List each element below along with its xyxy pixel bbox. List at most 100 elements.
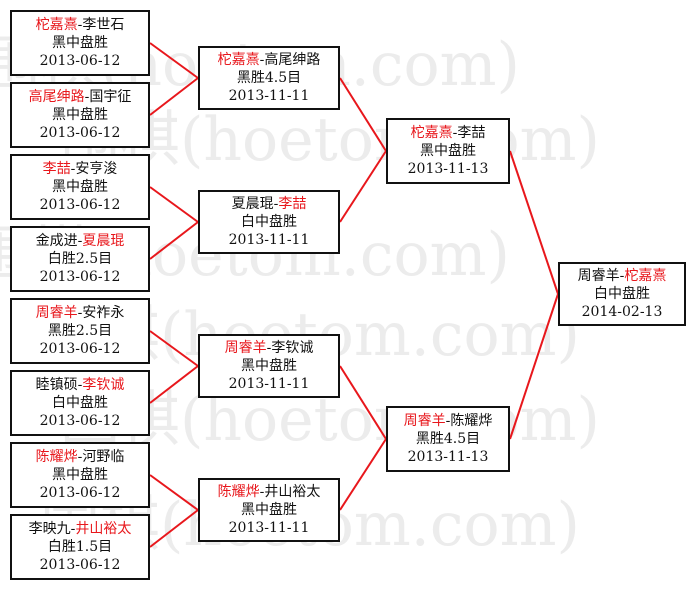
player-1: 李映九 [28,521,71,537]
player-2: 安祚永 [82,305,125,321]
separator: - [77,449,83,465]
match-players: 柁嘉熹-李喆 [411,124,486,142]
bracket-connector [149,474,199,511]
match-result: 黑中盘胜 [241,358,297,374]
match-box: 周睿羊-陈耀烨 黑胜4.5目 2013-11-13 [386,406,510,472]
match-box: 高尾绅路-国宇征 黑中盘胜 2013-06-12 [10,82,150,148]
separator: - [273,196,279,212]
player-2: 李喆 [457,125,486,141]
bracket-connector [149,509,199,548]
match-players: 周睿羊-安祚永 [36,304,125,322]
match-result: 白胜1.5目 [47,539,113,555]
player-1: 金成进 [35,233,78,249]
bracket-connector [339,150,387,223]
match-players: 李映九-井山裕太 [29,520,132,538]
player-2: 李世石 [82,17,125,33]
separator: - [259,52,265,68]
player-1: 睦镇硕 [35,377,78,393]
match-players: 周睿羊-陈耀烨 [404,412,493,430]
match-date: 2013-11-13 [407,449,489,465]
match-date: 2013-06-12 [39,341,121,357]
player-2: 井山裕太 [75,521,132,537]
bracket-connector [149,365,199,404]
bracket-connector [149,221,199,260]
bracket-connector [339,438,387,511]
player-2: 国宇征 [89,89,132,105]
bracket-connector [339,77,387,152]
match-result: 黑胜4.5目 [415,431,481,447]
player-1: 柁嘉熹 [35,17,78,33]
match-result: 黑胜4.5目 [236,70,302,86]
separator: - [77,305,83,321]
match-players: 陈耀烨-井山裕太 [218,483,321,501]
separator: - [77,377,83,393]
match-result: 白中盘胜 [594,286,650,302]
player-1: 周睿羊 [577,268,620,284]
player-2: 夏晨琨 [82,233,125,249]
match-box: 柁嘉熹-李喆 黑中盘胜 2013-11-13 [386,118,510,184]
player-2: 李钦诚 [82,377,125,393]
separator: - [266,340,272,356]
match-players: 陈耀烨-河野临 [36,448,125,466]
match-box: 金成进-夏晨琨 白胜2.5目 2013-06-12 [10,226,150,292]
player-2: 高尾绅路 [264,52,321,68]
player-2: 柁嘉熹 [624,268,667,284]
player-1: 陈耀烨 [217,484,260,500]
separator: - [445,413,451,429]
match-players: 高尾绅路-国宇征 [29,88,132,106]
match-date: 2013-06-12 [39,485,121,501]
match-result: 黑中盘胜 [52,107,108,123]
player-1: 夏晨琨 [231,196,274,212]
match-box: 陈耀烨-井山裕太 黑中盘胜 2013-11-11 [198,478,340,542]
bracket-connector [149,77,199,116]
match-result: 黑中盘胜 [52,35,108,51]
match-date: 2013-06-12 [39,197,121,213]
player-2: 李钦诚 [271,340,314,356]
match-result: 黑胜2.5目 [47,323,113,339]
match-players: 柁嘉熹-李世石 [36,16,125,34]
player-2: 陈耀烨 [450,413,493,429]
player-1: 周睿羊 [403,413,446,429]
bracket-connector [149,42,199,79]
match-date: 2013-06-12 [39,413,121,429]
match-result: 黑中盘胜 [420,143,476,159]
match-box: 周睿羊-李钦诚 黑中盘胜 2013-11-11 [198,334,340,398]
separator: - [259,484,265,500]
bracket-connector [509,293,559,440]
match-box: 李映九-井山裕太 白胜1.5目 2013-06-12 [10,514,150,580]
match-players: 柁嘉熹-高尾绅路 [218,51,321,69]
match-box: 柁嘉熹-高尾绅路 黑胜4.5目 2013-11-11 [198,46,340,110]
bracket-connector [339,365,387,440]
match-players: 金成进-夏晨琨 [36,232,125,250]
player-1: 陈耀烨 [35,449,78,465]
match-date: 2014-02-13 [581,304,663,320]
match-players: 睦镇硕-李钦诚 [36,376,125,394]
match-players: 周睿羊-柁嘉熹 [578,267,667,285]
player-1: 周睿羊 [35,305,78,321]
player-2: 李喆 [278,196,307,212]
bracket-connector [149,186,199,223]
match-date: 2013-06-12 [39,53,121,69]
match-date: 2013-11-11 [228,376,310,392]
match-date: 2013-11-11 [228,88,310,104]
match-box: 陈耀烨-河野临 黑中盘胜 2013-06-12 [10,442,150,508]
match-box: 李喆-安亨浚 黑中盘胜 2013-06-12 [10,154,150,220]
match-box: 睦镇硕-李钦诚 白中盘胜 2013-06-12 [10,370,150,436]
match-result: 黑中盘胜 [52,467,108,483]
match-result: 黑中盘胜 [52,179,108,195]
player-2: 安亨浚 [75,161,118,177]
match-box: 柁嘉熹-李世石 黑中盘胜 2013-06-12 [10,10,150,76]
player-2: 井山裕太 [264,484,321,500]
match-result: 黑中盘胜 [241,502,297,518]
match-date: 2013-11-11 [228,520,310,536]
separator: - [70,521,76,537]
player-1: 柁嘉熹 [410,125,453,141]
separator: - [619,268,625,284]
match-players: 李喆-安亨浚 [43,160,118,178]
player-1: 李喆 [42,161,71,177]
bracket-connector [149,330,199,367]
match-players: 夏晨琨-李喆 [232,195,307,213]
player-1: 高尾绅路 [28,89,85,105]
separator: - [77,233,83,249]
